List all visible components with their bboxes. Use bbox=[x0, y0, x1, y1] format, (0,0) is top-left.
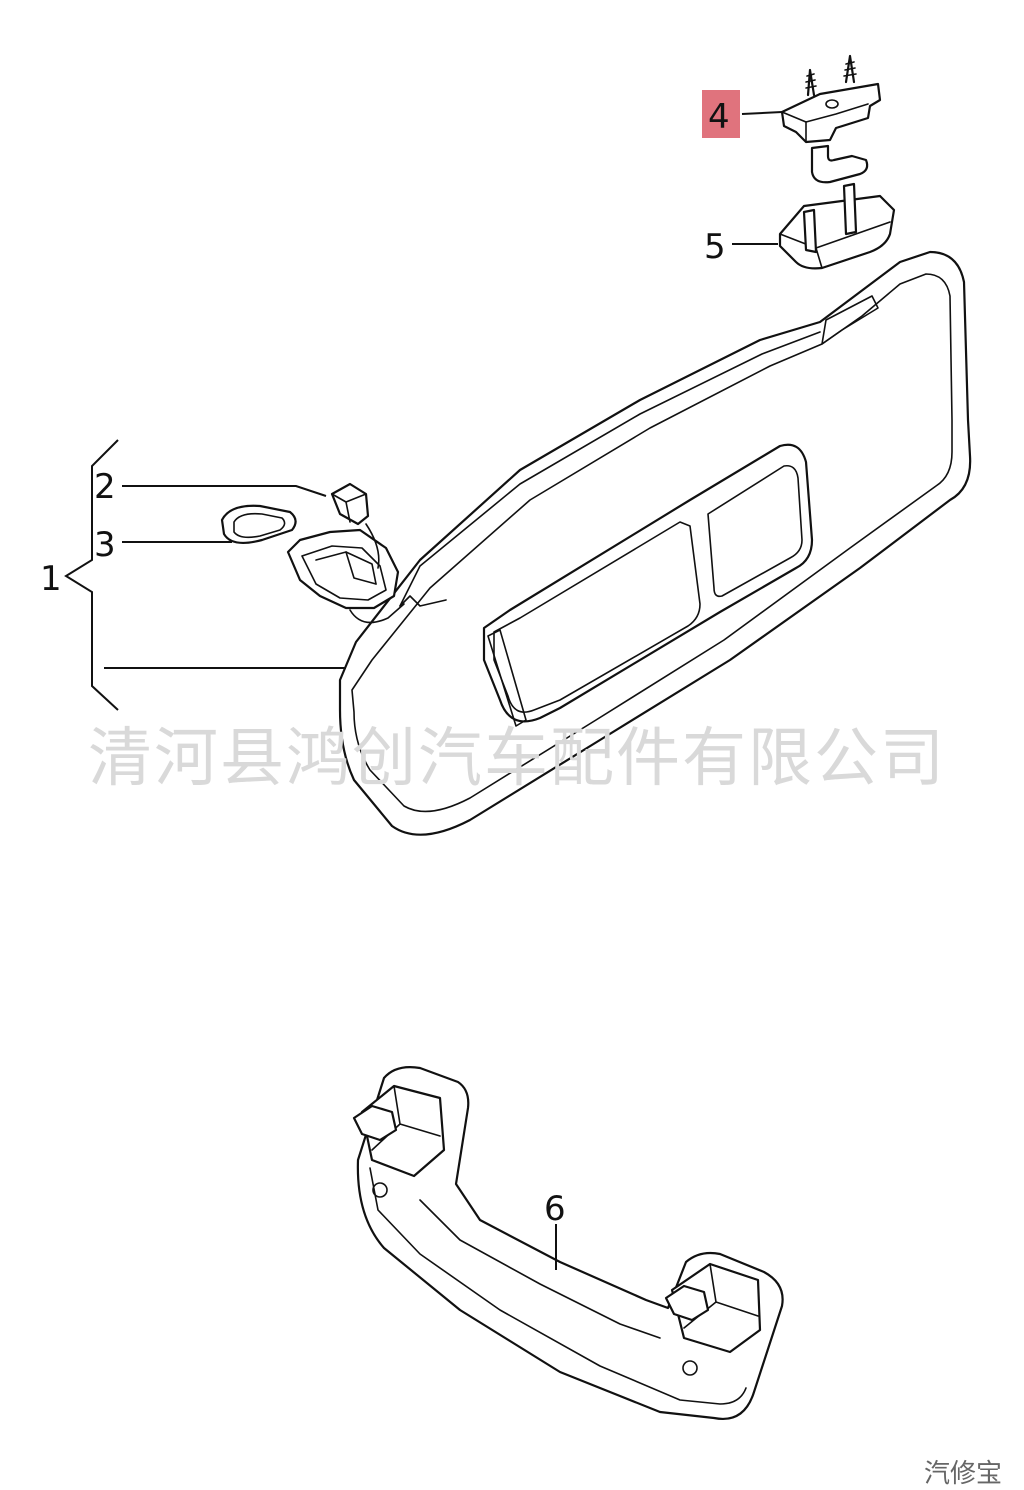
corner-watermark: 汽修宝 bbox=[924, 1459, 1002, 1489]
sun-visor bbox=[338, 250, 972, 836]
part-3-gasket bbox=[220, 504, 297, 545]
part-4-mounting-clip bbox=[780, 54, 882, 184]
part-6-grab-handle bbox=[352, 1066, 784, 1421]
callout-4: 4 bbox=[708, 97, 730, 137]
callout-4-highlight bbox=[702, 90, 740, 138]
callout-leaders bbox=[64, 111, 783, 1270]
company-watermark: 清河县鸿创汽车配件有限公司 bbox=[88, 722, 946, 796]
lamp-housing bbox=[286, 523, 405, 624]
callout-2: 2 bbox=[94, 467, 116, 507]
callout-3: 3 bbox=[94, 525, 116, 565]
part-5-clip-holder bbox=[778, 182, 896, 270]
part-2-connector bbox=[330, 482, 370, 526]
callout-1: 1 bbox=[40, 559, 62, 599]
callout-6: 6 bbox=[544, 1189, 566, 1229]
callout-5: 5 bbox=[704, 227, 726, 267]
